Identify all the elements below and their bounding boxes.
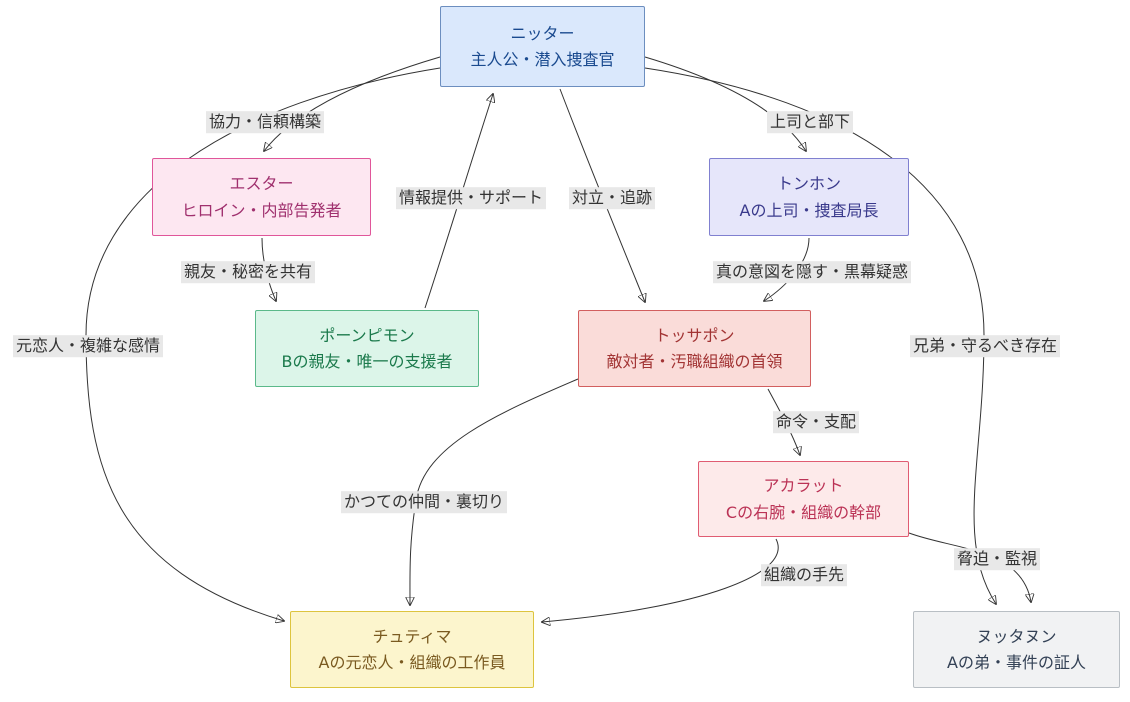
node-subtitle: 主人公・潜入捜査官 [470,50,615,69]
node-title: エスター [229,174,294,194]
node-title: ヌッタヌン [976,626,1057,646]
node-subtitle: Bの親友・唯一の支援者 [281,352,453,371]
node-esther: エスター ヒロイン・内部告発者 [152,158,371,236]
edge-label-akarat-nuttanun: 脅迫・監視 [953,548,1041,570]
node-subtitle: Aの上司・捜査局長 [739,200,879,220]
node-pornpimon: ポーンピモン Bの親友・唯一の支援者 [255,310,479,387]
edge-tossapon-chutima [410,378,579,605]
node-tonhon: トンホン Aの上司・捜査局長 [709,158,909,236]
node-subtitle: Cの右腕・組織の幹部 [725,502,882,522]
node-title: ポーンピモン [319,325,415,345]
node-title: アカラット [763,476,844,496]
edge-label-nitta-tonhon: 上司と部下 [766,111,854,133]
node-akarat: アカラット Cの右腕・組織の幹部 [698,461,909,537]
node-title: トンホン [776,174,841,194]
edge-akarat-chutima [542,538,779,622]
node-nuttanun: ヌッタヌン Aの弟・事件の証人 [913,611,1120,688]
edge-label-tossapon-chutima: かつての仲間・裏切り [340,491,508,513]
edge-label-nitta-tossapon: 対立・追跡 [568,187,656,209]
edge-nitta-esther [264,56,441,151]
edge-label-tonhon-tossapon: 真の意図を隠す・黒幕疑惑 [712,261,912,283]
node-subtitle: Aの弟・事件の証人 [947,653,1086,672]
edge-label-akarat-chutima: 組織の手先 [760,564,848,586]
edge-label-pornpimon-nitta: 情報提供・サポート [395,187,547,209]
node-title: チュティマ [372,626,452,646]
node-title: トッサポン [654,325,735,345]
node-title: ニッター [510,23,575,43]
node-subtitle: ヒロイン・内部告発者 [181,200,342,220]
edge-label-esther-pornpimon: 親友・秘密を共有 [180,261,316,283]
node-subtitle: 敵対者・汚職組織の首領 [606,352,783,371]
edge-label-tossapon-akarat: 命令・支配 [772,411,860,433]
edge-nitta-nuttanun [644,67,996,604]
edge-nitta-tonhon [644,56,806,151]
edge-label-nitta-esther: 協力・信頼構築 [205,111,325,133]
node-nitta: ニッター 主人公・潜入捜査官 [440,6,645,87]
node-subtitle: Aの元恋人・組織の工作員 [318,653,506,672]
edge-label-nitta-chutima: 元恋人・複雑な感情 [12,335,164,357]
node-tossapon: トッサポン 敵対者・汚職組織の首領 [578,310,811,387]
node-chutima: チュティマ Aの元恋人・組織の工作員 [290,611,534,688]
edge-label-nitta-nuttanun: 兄弟・守るべき存在 [909,335,1061,357]
